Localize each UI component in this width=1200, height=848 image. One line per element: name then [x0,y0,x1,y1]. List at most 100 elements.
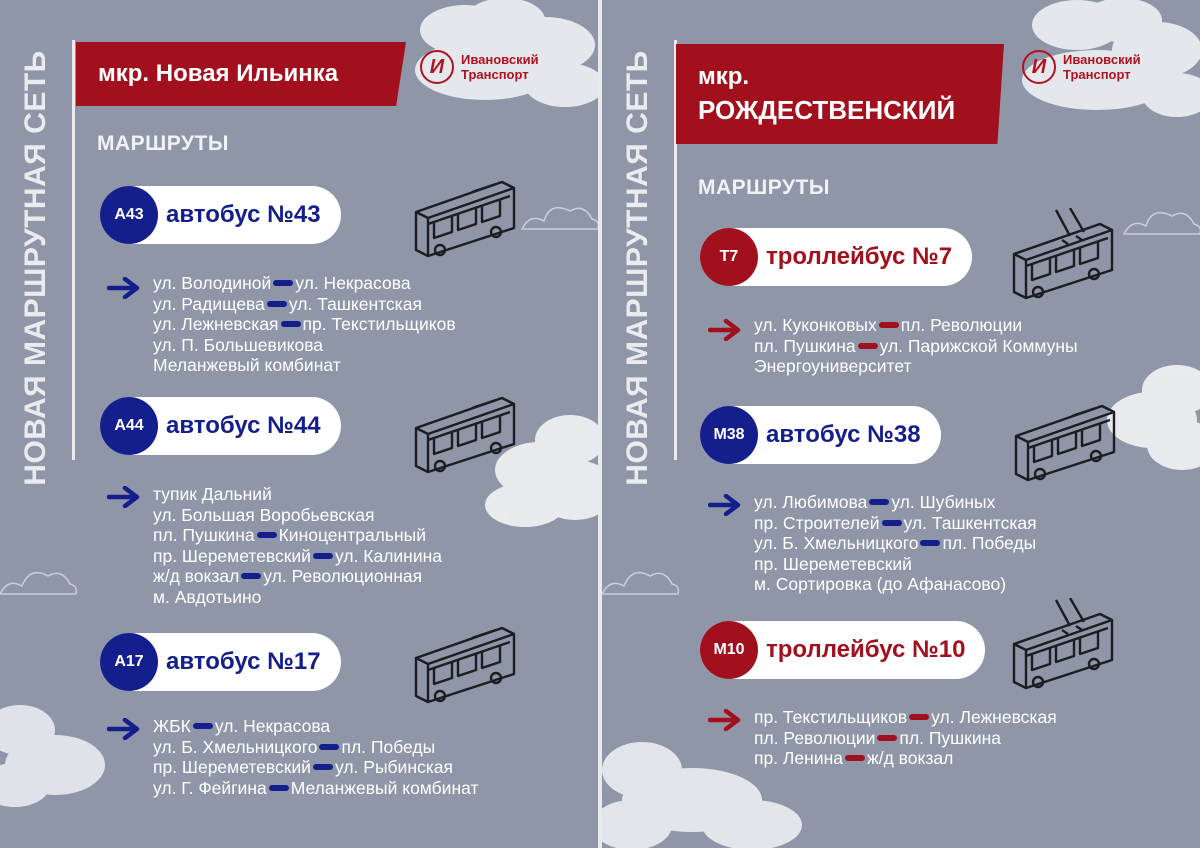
cloud-outline [602,571,680,595]
connector-dash [312,764,333,771]
stop-line: м. Сортировка (до Афанасово) [754,574,1037,595]
route-code-badge: Т7 [700,228,758,286]
route-code-badge: А43 [100,186,158,244]
stop-name: м. Авдотьино [153,586,262,607]
stop-name: пл. Победы [942,533,1037,553]
route-name: автобус №43 [166,201,321,228]
stop-line: ул. Большая Воробьевская [153,505,442,526]
stop-name: ул. Б. Хмельницкого [153,736,318,757]
stop-name: ж/д вокзал [153,566,240,586]
stop-line: ул. Куконковых пл. Революции [754,315,1078,336]
divider-line [72,40,75,460]
stop-line: ул. П. Большевикова [153,335,456,356]
stop-name: тупик Дальний [153,484,272,504]
stop-name: ул. Парижской Коммуны [879,335,1078,356]
poster-novaya-ilinka: НОВАЯ МАРШРУТНАЯ СЕТЬ мкр. Новая Ильинка… [0,0,598,848]
bus-icon [1014,404,1116,482]
stop-name: ул. Любимова [754,492,868,512]
stop-name: ул. Г. Фейгина [153,777,267,798]
route-name: автобус №44 [166,412,321,439]
ivanovo-transport-logo: И Ивановский Транспорт [1022,50,1141,84]
district-banner: мкр. Новая Ильинка [76,42,406,106]
cloud-illustration [485,415,598,527]
stop-name: ул. Большая Воробьевская [153,504,375,525]
bus-icon [414,626,516,704]
cloud-illustration [0,705,105,807]
route-pill-t7: Т7 троллейбус №7 [700,228,973,286]
stop-name: пл. Пушкина [754,335,856,356]
arrow-right-icon [708,319,741,341]
stop-name: ул. Рыбинская [334,757,453,777]
connector-dash [280,321,301,328]
connector-dash [869,499,890,506]
route-pill-a17: А17 автобус №17 [100,633,341,691]
route-name: автобус №38 [766,421,921,448]
route-name: троллейбус №7 [766,243,953,270]
stop-name: ул. Некрасова [214,716,331,736]
arrow-right-icon [107,277,140,299]
connector-dash [881,519,902,526]
connector-dash [273,280,294,287]
stop-name: пр. Шереметевский [153,757,311,777]
trolleybus-icon [1012,598,1114,690]
cloud-illustration [602,742,802,848]
stop-name: ул. Некрасова [295,273,411,293]
connector-dash [268,784,289,791]
route-code-badge: А17 [100,633,158,691]
stop-name: ул. Лежневская [153,314,279,334]
route-code-badge: М38 [700,406,758,464]
connector-dash [878,322,899,329]
district-title-prefix: мкр. [698,63,750,90]
stop-name: м. Сортировка (до Афанасово) [754,574,1007,594]
route-code-badge: М10 [700,621,758,679]
stop-line: Энергоуниверситет [754,356,1078,377]
connector-dash [845,755,865,762]
connector-dash [909,714,930,721]
side-title: НОВАЯ МАРШРУТНАЯ СЕТЬ [19,50,52,486]
stop-name: ул. Куконковых [754,315,877,335]
stop-name: пл. Революции [900,315,1023,335]
stop-name: пр. Текстильщиков [754,707,908,727]
cloud-illustration [1107,365,1200,470]
cloud-outline [1122,211,1200,235]
district-banner: мкр. РОЖДЕСТВЕНСКИЙ [676,44,1004,144]
route-pill-a43: А43 автобус №43 [100,186,341,244]
stop-name: ул. Ташкентская [288,293,422,314]
connector-dash [312,552,333,559]
route-name: троллейбус №10 [766,636,966,663]
connector-dash [241,573,262,580]
district-title: мкр. Новая Ильинка [98,60,339,87]
stop-name: пр. Шереметевский [754,553,912,574]
connector-dash [920,540,941,547]
stop-line: ул. Б. Хмельницкого пл. Победы [153,737,478,758]
route-pill-m10: М10 троллейбус №10 [700,621,986,679]
routes-heading: МАРШРУТЫ [97,132,229,155]
stop-line: Меланжевый комбинат [153,355,456,376]
connector-dash [857,342,878,349]
stop-name: пл. Победы [341,736,436,757]
arrow-right-icon [708,494,741,516]
stop-name: ул. Лежневская [931,707,1057,727]
cloud-outline [520,206,598,230]
stop-name: пр. Строителей [754,512,880,533]
logo-line2: Транспорт [1063,67,1131,82]
route-stops-m10: пр. Текстильщиков ул. Лежневская пл. Рево… [754,707,1057,769]
stop-name: пл. Пушкина [899,727,1002,748]
stop-line: тупик Дальний [153,484,442,505]
stop-name: ж/д вокзал [867,748,954,768]
stop-name: Меланжевый комбинат [153,355,341,375]
route-name: автобус №17 [166,648,321,675]
trolleybus-icon [1012,208,1114,300]
connector-dash [266,300,287,307]
